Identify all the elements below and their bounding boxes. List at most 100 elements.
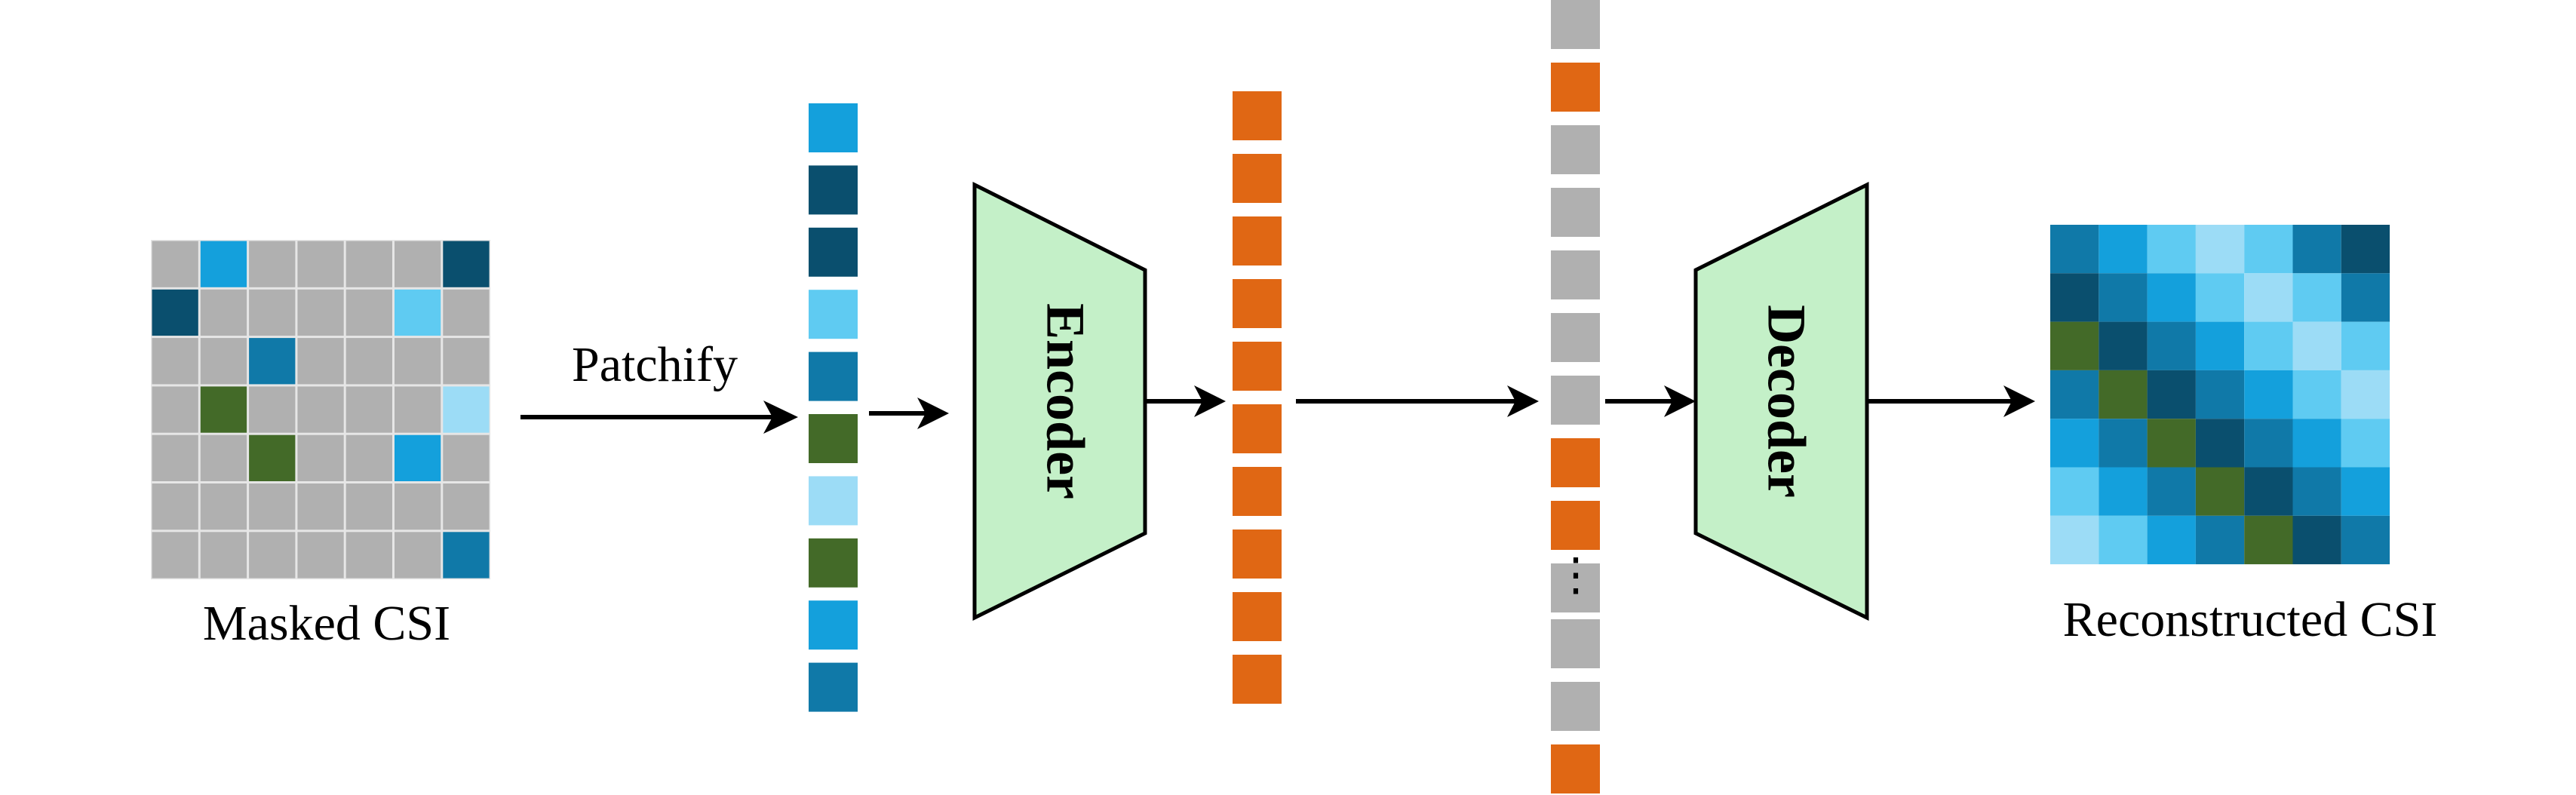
masked-patch — [297, 289, 344, 336]
masked-patch — [152, 338, 198, 385]
reconstructed-patch — [2147, 273, 2196, 322]
patch-token — [809, 662, 858, 712]
reconstructed-patch — [2195, 225, 2245, 274]
patch-token — [809, 414, 858, 463]
patch-token — [809, 227, 858, 277]
reconstructed-patch — [2099, 321, 2148, 370]
reconstructed-patch — [2341, 225, 2390, 274]
reconstructed-patch — [2341, 321, 2390, 370]
reconstructed-patch — [2292, 515, 2341, 565]
reconstructed-csi-grid — [2050, 225, 2390, 565]
masked-patch — [345, 532, 392, 579]
masked-csi-label: Masked CSI — [203, 596, 450, 651]
reconstructed-patch — [2195, 515, 2245, 565]
patch-token — [809, 351, 858, 401]
arrow-from-decoder — [1867, 385, 2035, 417]
masked-patch — [200, 289, 247, 336]
patch-token — [809, 165, 858, 215]
reconstructed-patch — [2195, 419, 2245, 468]
masked-patch — [395, 241, 441, 287]
reconstructed-patch — [2244, 225, 2293, 274]
decoder-input-sequence — [1551, 0, 1600, 793]
reconstructed-patch — [2099, 419, 2148, 468]
masked-patch — [200, 338, 247, 385]
ellipsis-label: ⋮ — [1553, 550, 1598, 600]
reconstructed-patch — [2099, 225, 2148, 274]
reconstructed-csi-label: Reconstructed CSI — [2063, 592, 2438, 647]
masked-csi-grid — [151, 240, 491, 580]
latent-token — [1233, 91, 1282, 140]
decoder-label: Decoder — [1756, 305, 1816, 498]
reconstructed-patch — [2195, 321, 2245, 370]
reconstructed-patch — [2050, 370, 2099, 419]
masked-patch — [200, 532, 247, 579]
latent-token — [1233, 467, 1282, 516]
reconstructed-patch — [2195, 370, 2245, 419]
decoder-input-token — [1551, 63, 1600, 112]
masked-patch — [395, 483, 441, 530]
arrow-to-decoder — [1605, 385, 1696, 417]
masked-patch — [345, 289, 392, 336]
reconstructed-patch — [2147, 467, 2196, 516]
masked-patch — [395, 338, 441, 385]
masked-patch — [152, 483, 198, 530]
reconstructed-patch — [2292, 467, 2341, 516]
reconstructed-patch — [2341, 467, 2390, 516]
patchify-label: Patchify — [572, 337, 738, 392]
arrow-to-encoder — [869, 398, 949, 429]
masked-patch — [443, 483, 490, 530]
masked-patch — [395, 434, 441, 481]
decoder-input-token — [1551, 682, 1600, 731]
masked-patch — [249, 289, 296, 336]
masked-patch — [443, 532, 490, 579]
masked-patch — [297, 338, 344, 385]
reconstructed-patch — [2244, 467, 2293, 516]
reconstructed-patch — [2099, 515, 2148, 565]
decoder-input-token — [1551, 250, 1600, 299]
reconstructed-patch — [2341, 515, 2390, 565]
reconstructed-patch — [2050, 419, 2099, 468]
reconstructed-patch — [2050, 515, 2099, 565]
decoder-input-token — [1551, 744, 1600, 793]
reconstructed-patch — [2050, 321, 2099, 370]
arrow-from-encoder — [1145, 385, 1226, 417]
masked-patch — [152, 386, 198, 433]
patch-token — [809, 476, 858, 526]
reconstructed-patch — [2292, 273, 2341, 322]
masked-patch — [297, 532, 344, 579]
latent-token — [1233, 529, 1282, 579]
reconstructed-patch — [2099, 467, 2148, 516]
latent-token — [1233, 154, 1282, 203]
reconstructed-patch — [2099, 370, 2148, 419]
encoder-block: Encoder — [972, 181, 1147, 622]
decoder-input-token — [1551, 376, 1600, 425]
masked-patch — [200, 241, 247, 287]
masked-patch — [200, 434, 247, 481]
latent-token — [1233, 216, 1282, 266]
decoder-input-token — [1551, 188, 1600, 237]
decoder-input-token — [1551, 125, 1600, 174]
reconstructed-patch — [2147, 225, 2196, 274]
masked-patch — [152, 289, 198, 336]
reconstructed-patch — [2147, 321, 2196, 370]
masked-patch — [297, 483, 344, 530]
masked-patch — [152, 241, 198, 287]
encoder-label: Encoder — [1035, 303, 1095, 499]
reconstructed-patch — [2341, 273, 2390, 322]
masked-patch — [443, 386, 490, 433]
reconstructed-patch — [2341, 419, 2390, 468]
masked-patch — [297, 434, 344, 481]
reconstructed-patch — [2050, 273, 2099, 322]
masked-patch — [152, 434, 198, 481]
reconstructed-patch — [2099, 273, 2148, 322]
latent-token — [1233, 655, 1282, 704]
masked-patch — [443, 241, 490, 287]
masked-patch — [249, 241, 296, 287]
patch-token — [809, 600, 858, 650]
masked-patch — [395, 532, 441, 579]
masked-patch — [395, 289, 441, 336]
reconstructed-patch — [2244, 273, 2293, 322]
patch-token — [809, 538, 858, 588]
reconstructed-patch — [2050, 225, 2099, 274]
